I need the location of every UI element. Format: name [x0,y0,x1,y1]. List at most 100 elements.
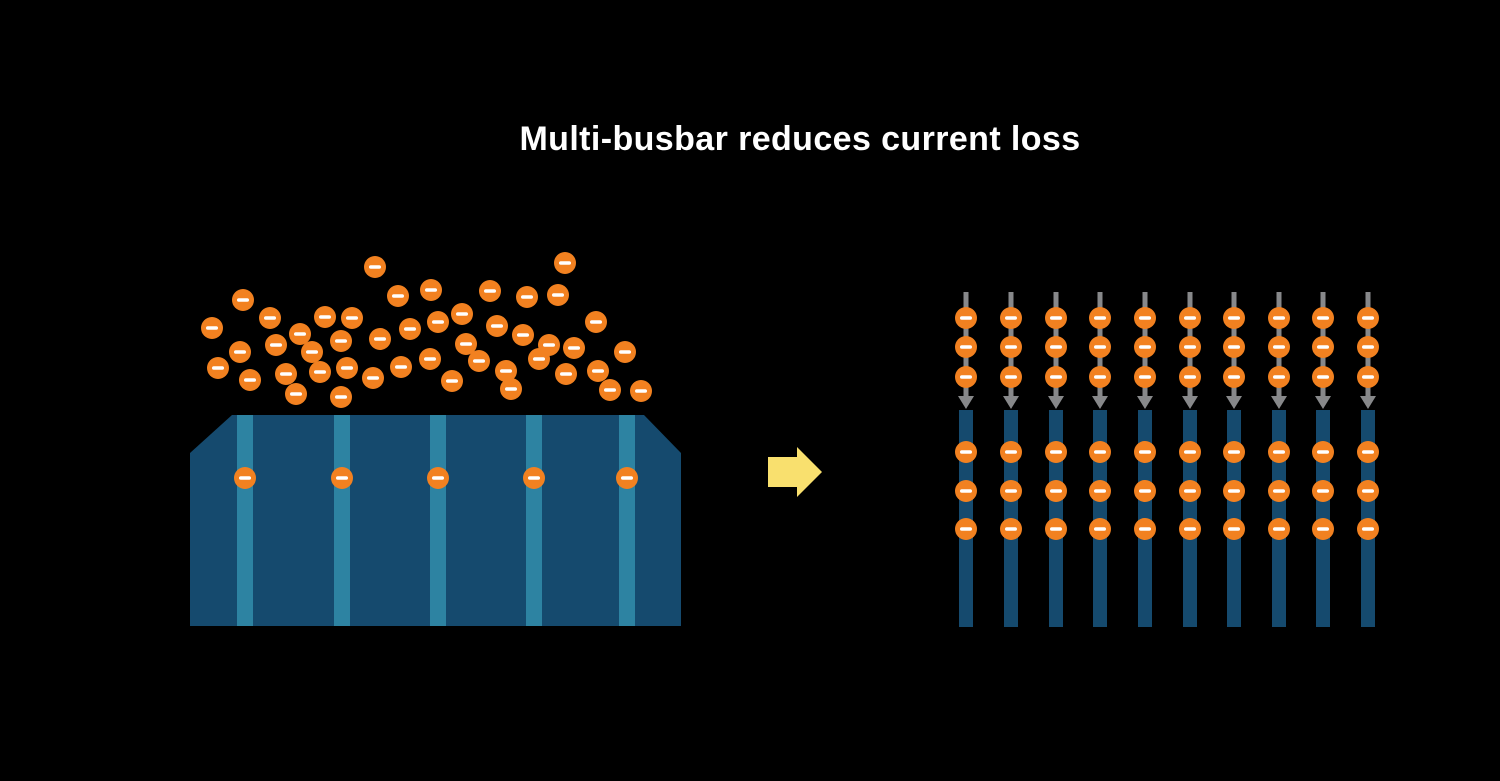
electron-icon [1268,336,1290,358]
electron-icon [1000,518,1022,540]
electron-icon [1089,518,1111,540]
electron-icon [468,350,490,372]
electron-icon [630,380,652,402]
left-busbar-electrons [234,467,638,489]
busbar-column [1000,292,1022,627]
electron-icon [420,279,442,301]
electron-icon [1000,480,1022,502]
electron-icon [232,289,254,311]
electron-icon [1223,307,1245,329]
electron-icon [364,256,386,278]
busbar-stripe [526,415,542,626]
electron-icon [955,518,977,540]
electron-icon [1312,336,1334,358]
electron-icon [554,252,576,274]
left-busbars [237,415,635,626]
electron-icon [1000,336,1022,358]
electron-icon [587,360,609,382]
electron-icon [1089,307,1111,329]
electron-icon [1045,441,1067,463]
electron-icon [1134,307,1156,329]
electron-icon [1268,307,1290,329]
electron-icon [1357,366,1379,388]
electron-icon [955,366,977,388]
electron-icon [1134,366,1156,388]
electron-icon [399,318,421,340]
electron-icon [1268,366,1290,388]
electron-icon [341,307,363,329]
electron-icon [1357,518,1379,540]
electron-icon [1089,441,1111,463]
busbar-stripe [237,415,253,626]
electron-icon [1089,480,1111,502]
right-multibusbar-group [955,292,1379,627]
electron-icon [330,330,352,352]
electron-icon [955,336,977,358]
electron-icon [207,357,229,379]
electron-icon [1223,336,1245,358]
electron-icon [1179,441,1201,463]
electron-icon [1357,307,1379,329]
electron-icon [1357,336,1379,358]
electron-icon [500,378,522,400]
electron-icon [616,467,638,489]
electron-icon [259,307,281,329]
busbar-column [1179,292,1201,627]
busbar-column [1089,292,1111,627]
electron-icon [1045,366,1067,388]
electron-icon [555,363,577,385]
electron-icon [1179,480,1201,502]
electron-icon [1179,307,1201,329]
electron-icon [1312,366,1334,388]
electron-icon [1134,518,1156,540]
electron-icon [1223,518,1245,540]
electron-icon [419,348,441,370]
electron-icon [1045,336,1067,358]
electron-icon [1045,518,1067,540]
electron-icon [585,311,607,333]
electron-icon [614,341,636,363]
electron-icon [1089,336,1111,358]
electron-icon [1000,441,1022,463]
electron-icon [1134,336,1156,358]
busbar-column [1045,292,1067,627]
electron-icon [309,361,331,383]
busbar-column [1357,292,1379,627]
electron-icon [1357,441,1379,463]
electron-icon [387,285,409,307]
electron-icon [528,348,550,370]
left-cell-group [190,252,681,626]
electron-icon [495,360,517,382]
electron-icon [599,379,621,401]
electron-icon [369,328,391,350]
electron-icon [451,303,473,325]
electron-icon [239,369,261,391]
busbar-column [1268,292,1290,627]
electron-icon [1223,441,1245,463]
electron-icon [390,356,412,378]
electron-icon [955,307,977,329]
electron-icon [1000,366,1022,388]
electron-icon [1179,366,1201,388]
electron-icon [516,286,538,308]
busbar-column [1312,292,1334,627]
electron-icon [1312,518,1334,540]
electron-icon [955,480,977,502]
electron-icon [331,467,353,489]
busbar-column [1134,292,1156,627]
electron-icon [1134,480,1156,502]
electron-icon [301,341,323,363]
electron-icon [1268,518,1290,540]
electron-icon [1179,518,1201,540]
electron-icon [314,306,336,328]
electron-icon [1134,441,1156,463]
electron-icon [1312,441,1334,463]
electron-icon [955,441,977,463]
busbar-stripe [619,415,635,626]
electron-icon [330,386,352,408]
electron-icon [201,317,223,339]
electron-icon [427,311,449,333]
electron-icon [1223,480,1245,502]
electron-icon [1089,366,1111,388]
